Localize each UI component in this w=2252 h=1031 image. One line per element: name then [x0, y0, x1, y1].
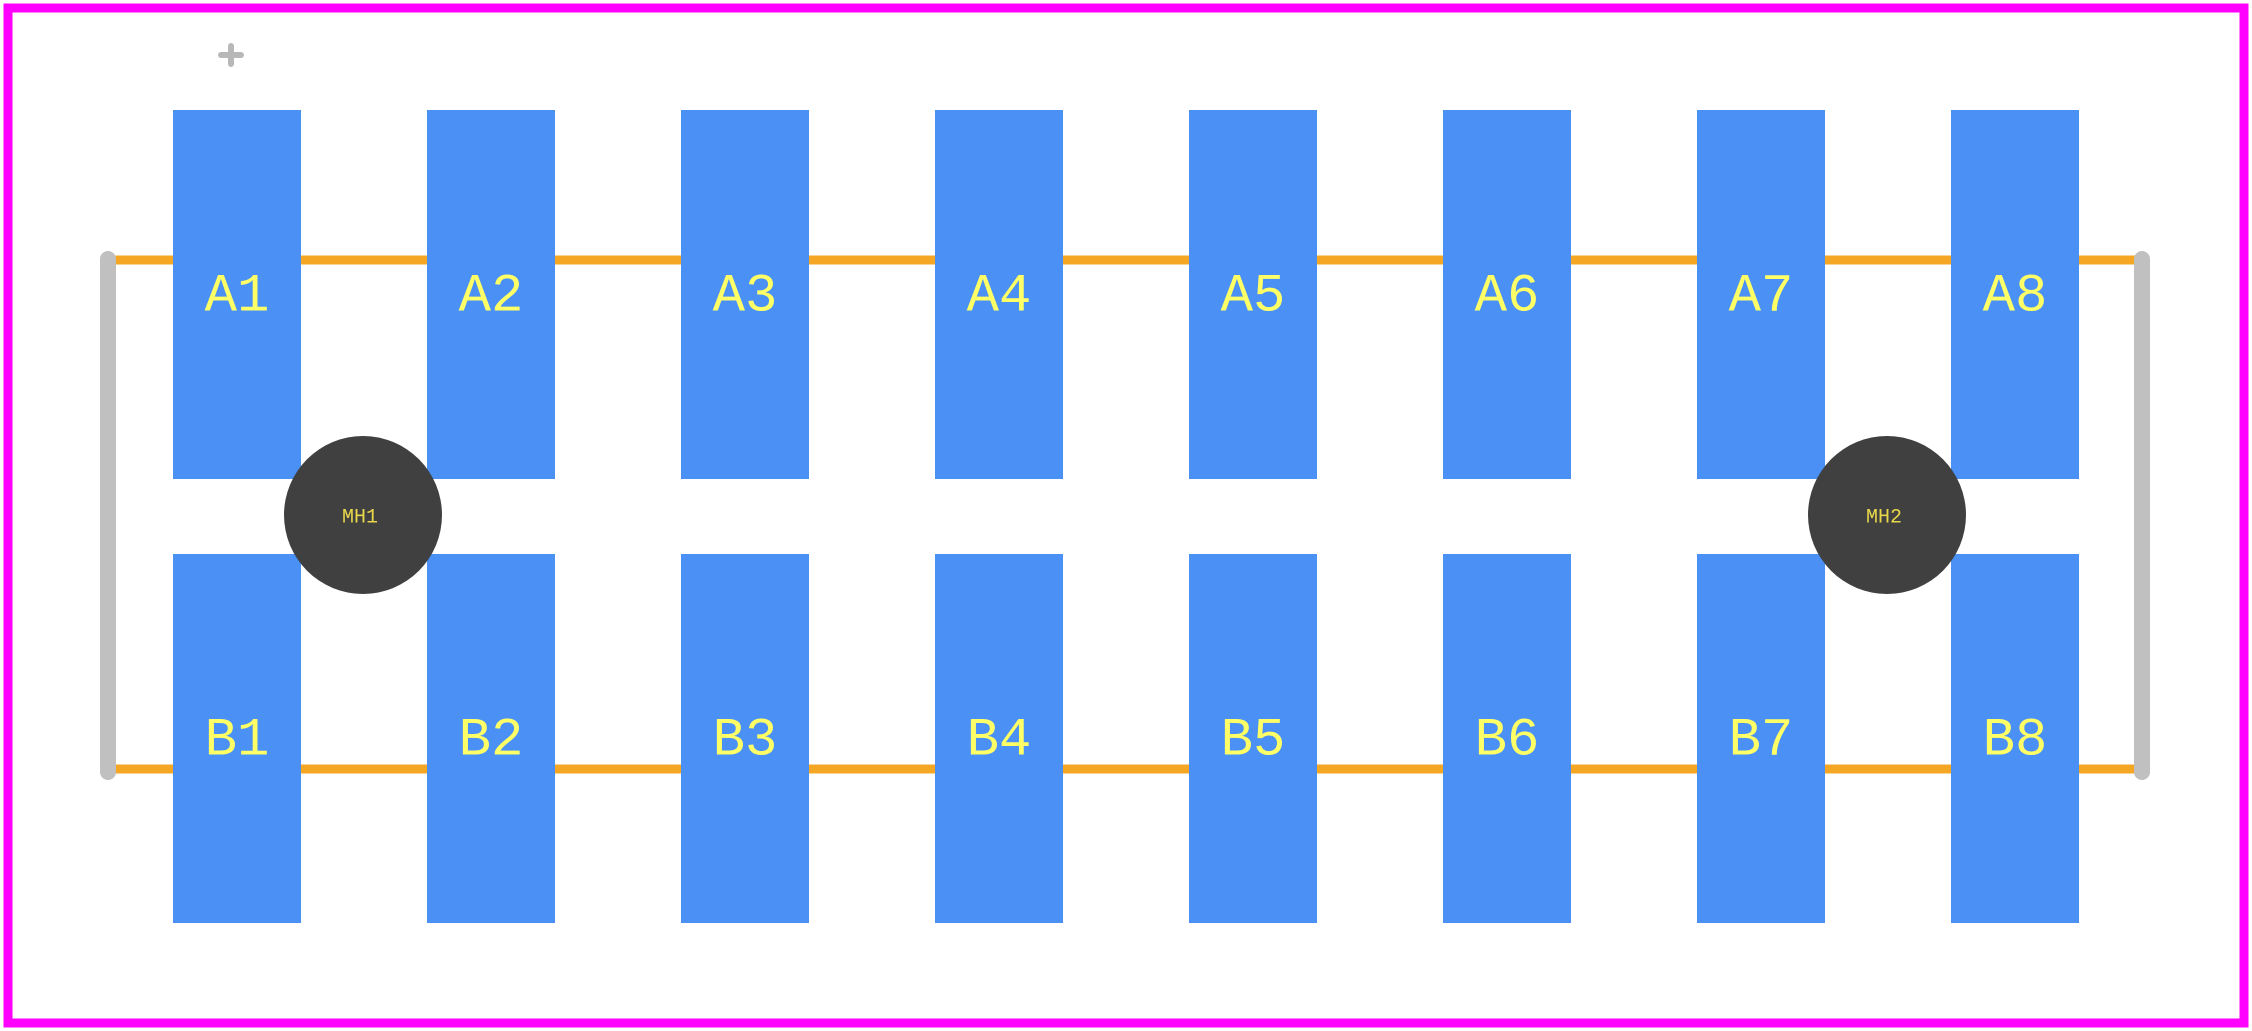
pad-label: A8: [1983, 266, 2048, 327]
mounting-hole-mh2: MH2: [1808, 436, 1966, 594]
pad-rect: [427, 554, 555, 923]
pad-rect: [1443, 110, 1571, 479]
pad-rect: [681, 554, 809, 923]
pad-rect: [1697, 110, 1825, 479]
pad-b6: B6: [1443, 554, 1571, 923]
pad-b1: B1: [173, 554, 301, 923]
pad-b7: B7: [1697, 554, 1825, 923]
pad-label: A2: [459, 266, 524, 327]
pad-b4: B4: [935, 554, 1063, 923]
mounting-hole-label: MH1: [342, 506, 378, 529]
pad-rect: [935, 110, 1063, 479]
board-outline: [3, 3, 2249, 1028]
pad-rect: [1189, 110, 1317, 479]
pad-label: B6: [1475, 710, 1540, 771]
pad-b5: B5: [1189, 554, 1317, 923]
pad-label: B7: [1729, 710, 1794, 771]
origin-marker-icon: [218, 43, 244, 67]
pad-rect: [1951, 554, 2079, 923]
pad-a6: A6: [1443, 110, 1571, 479]
pad-rect: [1443, 554, 1571, 923]
pad-rect: [1697, 554, 1825, 923]
pad-label: B1: [205, 710, 270, 771]
pad-rect: [173, 110, 301, 479]
pad-label: B8: [1983, 710, 2048, 771]
mounting-hole-label: MH2: [1866, 506, 1902, 529]
pad-a2: A2: [427, 110, 555, 479]
pad-b8: B8: [1951, 554, 2079, 923]
pad-label: B4: [967, 710, 1032, 771]
mounting-hole-mh1: MH1: [284, 436, 442, 594]
pad-label: A7: [1729, 266, 1794, 327]
pad-rect: [173, 554, 301, 923]
pad-label: A6: [1475, 266, 1540, 327]
pad-rect: [681, 110, 809, 479]
pad-rect: [427, 110, 555, 479]
pad-rect: [935, 554, 1063, 923]
pad-a3: A3: [681, 110, 809, 479]
pad-label: A5: [1221, 266, 1286, 327]
pad-b2: B2: [427, 554, 555, 923]
pad-label: A3: [713, 266, 778, 327]
pad-a8: A8: [1951, 110, 2079, 479]
pad-label: A4: [967, 266, 1032, 327]
pad-rect: [1189, 554, 1317, 923]
pad-label: B5: [1221, 710, 1286, 771]
mounting-hole-layer: MH1 MH2: [284, 436, 1966, 594]
pad-rect: [1951, 110, 2079, 479]
pad-label: B3: [713, 710, 778, 771]
pad-a7: A7: [1697, 110, 1825, 479]
mounting-hole-circle: [284, 436, 442, 594]
mounting-hole-circle: [1808, 436, 1966, 594]
pad-a1: A1: [173, 110, 301, 479]
pad-label: A1: [205, 266, 270, 327]
pad-a5: A5: [1189, 110, 1317, 479]
pad-b3: B3: [681, 554, 809, 923]
pad-label: B2: [459, 710, 524, 771]
pad-a4: A4: [935, 110, 1063, 479]
